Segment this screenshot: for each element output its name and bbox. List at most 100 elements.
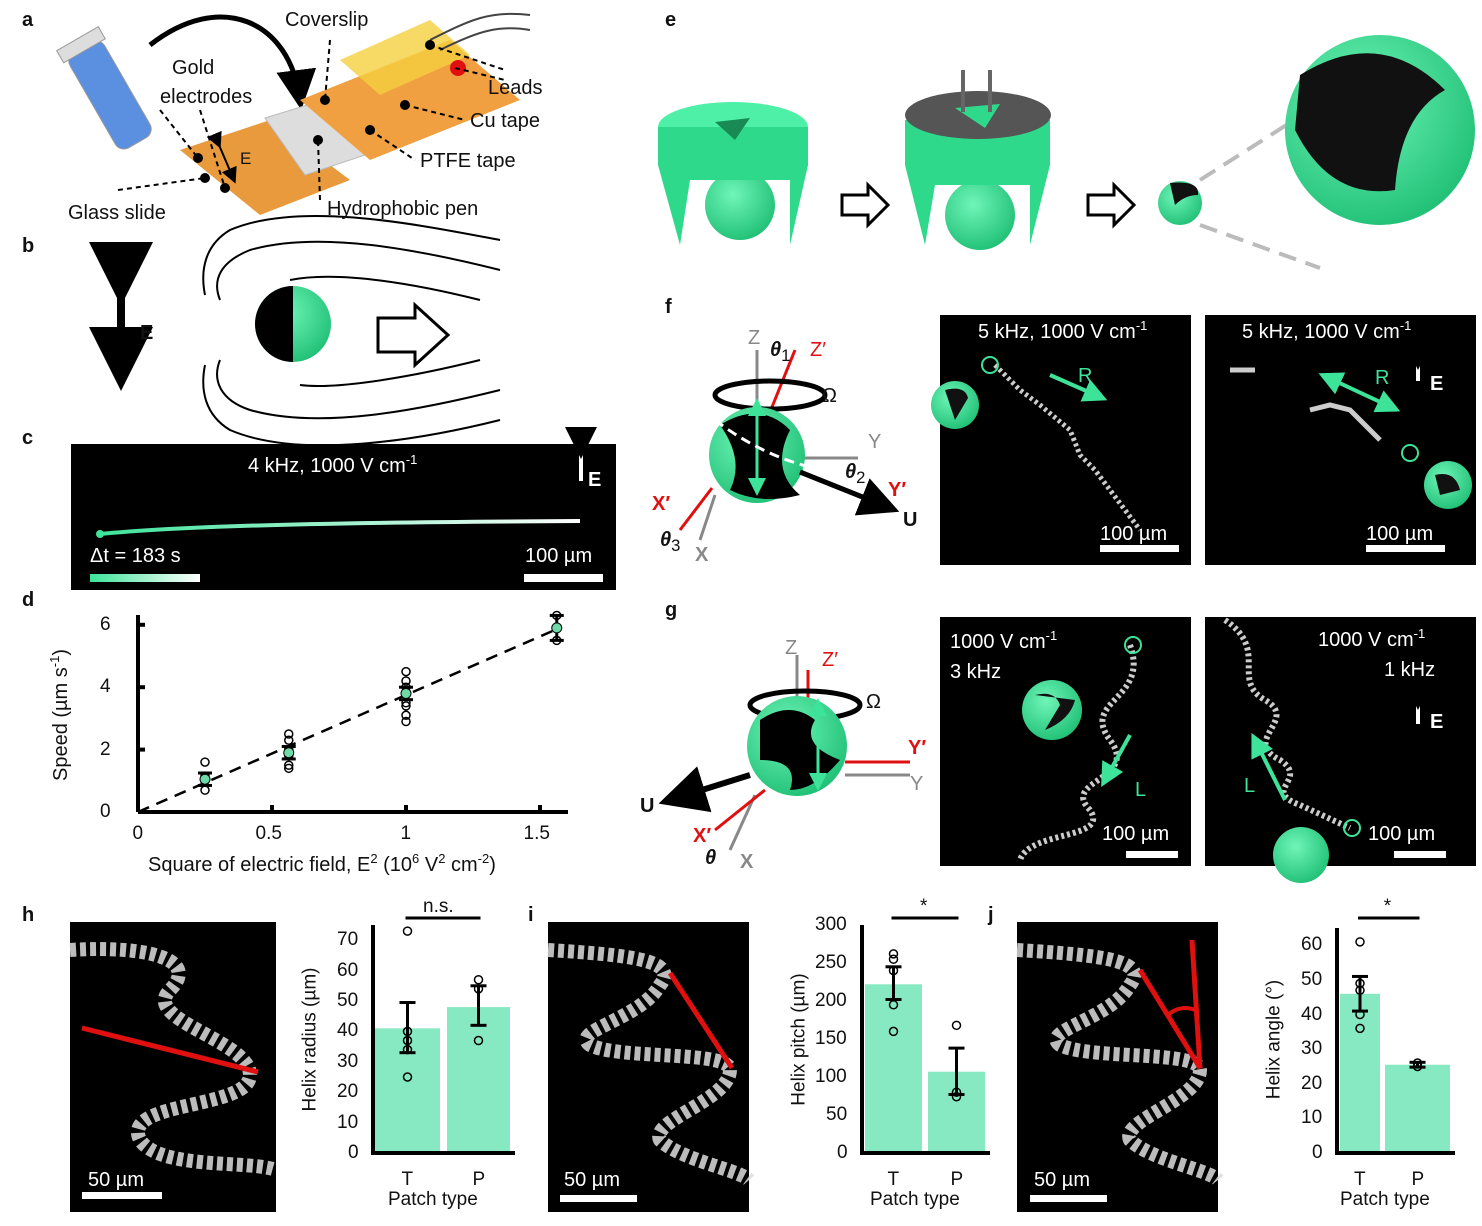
data-point xyxy=(888,949,899,959)
axis-z-prime-g: Z′ xyxy=(822,649,838,671)
bar-T xyxy=(1340,993,1380,1153)
panel-label-h: h xyxy=(22,904,35,926)
axis-z-g: Z xyxy=(785,637,798,659)
y-tick-label: 60 xyxy=(337,959,359,981)
panel-label-d: d xyxy=(22,589,35,611)
label-e-f2: E xyxy=(1430,373,1444,395)
y-tick-label: 10 xyxy=(1301,1107,1323,1129)
theta2-f: θ2 xyxy=(845,461,866,487)
y-tick-label: 30 xyxy=(1301,1038,1323,1060)
x-tick-label: T xyxy=(1354,1169,1366,1190)
axis-z-prime-f: Z′ xyxy=(810,339,826,361)
x-axis-label: Patch type xyxy=(388,1189,478,1210)
bar-T xyxy=(865,984,922,1153)
y-axis-label: Helix radius (µm) xyxy=(299,967,321,1112)
freq-g2: 1 kHz xyxy=(1384,659,1436,681)
fabrication-illustration xyxy=(658,35,1475,270)
panel-label-f: f xyxy=(665,296,672,318)
data-point xyxy=(888,954,899,964)
y-tick-label: 0 xyxy=(837,1142,848,1163)
condition-f2: 5 kHz, 1000 V cm-1 xyxy=(1242,318,1412,343)
axis-x-prime-g: X′ xyxy=(693,825,712,847)
label-ptfe-tape: PTFE tape xyxy=(420,150,516,172)
label-cu-tape: Cu tape xyxy=(470,110,541,132)
data-point xyxy=(401,716,411,727)
x-axis-label: Patch type xyxy=(870,1189,960,1210)
significance-label: n.s. xyxy=(423,896,454,917)
mean-point xyxy=(283,747,295,759)
condition-f1: 5 kHz, 1000 V cm-1 xyxy=(978,318,1148,343)
helix-images xyxy=(69,922,1224,1212)
data-point xyxy=(1355,1023,1365,1034)
label-coverslip: Coverslip xyxy=(285,9,369,31)
scale-label-i: 50 µm xyxy=(564,1169,620,1191)
label-l-g1: L xyxy=(1135,779,1147,801)
y-axis-label-d: Speed (µm s-1) xyxy=(47,648,73,782)
axis-u-f: U xyxy=(903,509,918,531)
axis-y-prime-f: Y′ xyxy=(888,479,907,501)
omega-g: Ω xyxy=(866,691,881,713)
axis-x-f: X xyxy=(695,544,709,566)
label-electrodes: electrodes xyxy=(160,86,253,108)
data-point xyxy=(284,735,294,745)
data-point xyxy=(401,666,411,677)
x-tick-label: 1 xyxy=(400,823,412,844)
x-tick-label: 0.5 xyxy=(255,823,282,844)
y-tick-label: 250 xyxy=(815,952,847,973)
callout-lines xyxy=(117,39,506,201)
mean-point xyxy=(400,687,412,699)
axis-u-g: U xyxy=(640,795,655,817)
data-point xyxy=(200,785,210,795)
pipette-tube xyxy=(56,26,152,150)
y-tick-label: 0 xyxy=(348,1142,359,1163)
data-point xyxy=(284,729,294,739)
image-g1 xyxy=(940,617,1191,866)
field-g1: 1000 V cm-1 xyxy=(950,628,1058,653)
y-tick-label: 100 xyxy=(815,1066,847,1087)
leads xyxy=(429,12,531,51)
mean-point xyxy=(551,622,563,634)
scale-label-g2: 100 µm xyxy=(1368,823,1436,845)
y-tick-label: 0 xyxy=(100,801,111,822)
panel-label-g: g xyxy=(665,599,678,621)
axis-z-f: Z xyxy=(748,327,761,349)
y-tick-label: 40 xyxy=(337,1020,359,1042)
y-tick-label: 40 xyxy=(1301,1003,1323,1025)
label-r-f1: R xyxy=(1078,365,1093,387)
scale-label-j: 50 µm xyxy=(1034,1169,1090,1191)
data-point xyxy=(401,710,411,721)
x-tick-label: P xyxy=(950,1169,964,1190)
label-e-g2: E xyxy=(1430,711,1444,733)
device-illustration xyxy=(56,12,531,215)
data-point xyxy=(284,763,294,774)
significance-label: * xyxy=(1383,896,1392,917)
data-point xyxy=(888,1026,899,1037)
y-tick-label: 2 xyxy=(100,738,111,760)
y-tick-label: 30 xyxy=(337,1050,359,1072)
freq-g1: 3 kHz xyxy=(950,661,1002,683)
data-point xyxy=(401,676,411,686)
data-point xyxy=(473,1035,484,1046)
theta3-f: θ3 xyxy=(660,529,681,555)
image-f2 xyxy=(1205,315,1476,565)
fit-line xyxy=(137,628,558,814)
y-tick-label: 20 xyxy=(1301,1072,1323,1094)
mean-point xyxy=(199,773,211,785)
panel-label-c: c xyxy=(22,427,34,449)
y-tick-label: 50 xyxy=(826,1104,848,1125)
panel-label-b: b xyxy=(22,235,35,257)
data-point xyxy=(401,701,411,711)
y-tick-label: 10 xyxy=(337,1111,359,1133)
data-point xyxy=(951,1020,962,1031)
panel-label-e: e xyxy=(665,9,677,31)
data-point xyxy=(402,926,413,936)
trajectory xyxy=(99,519,581,536)
x-tick-label: P xyxy=(1411,1169,1425,1190)
panel-label-a: a xyxy=(22,9,34,31)
data-point xyxy=(473,974,484,985)
panel-label-j: j xyxy=(988,904,994,926)
dt-label: Δt = 183 s xyxy=(90,545,181,567)
y-tick-label: 20 xyxy=(337,1081,359,1103)
